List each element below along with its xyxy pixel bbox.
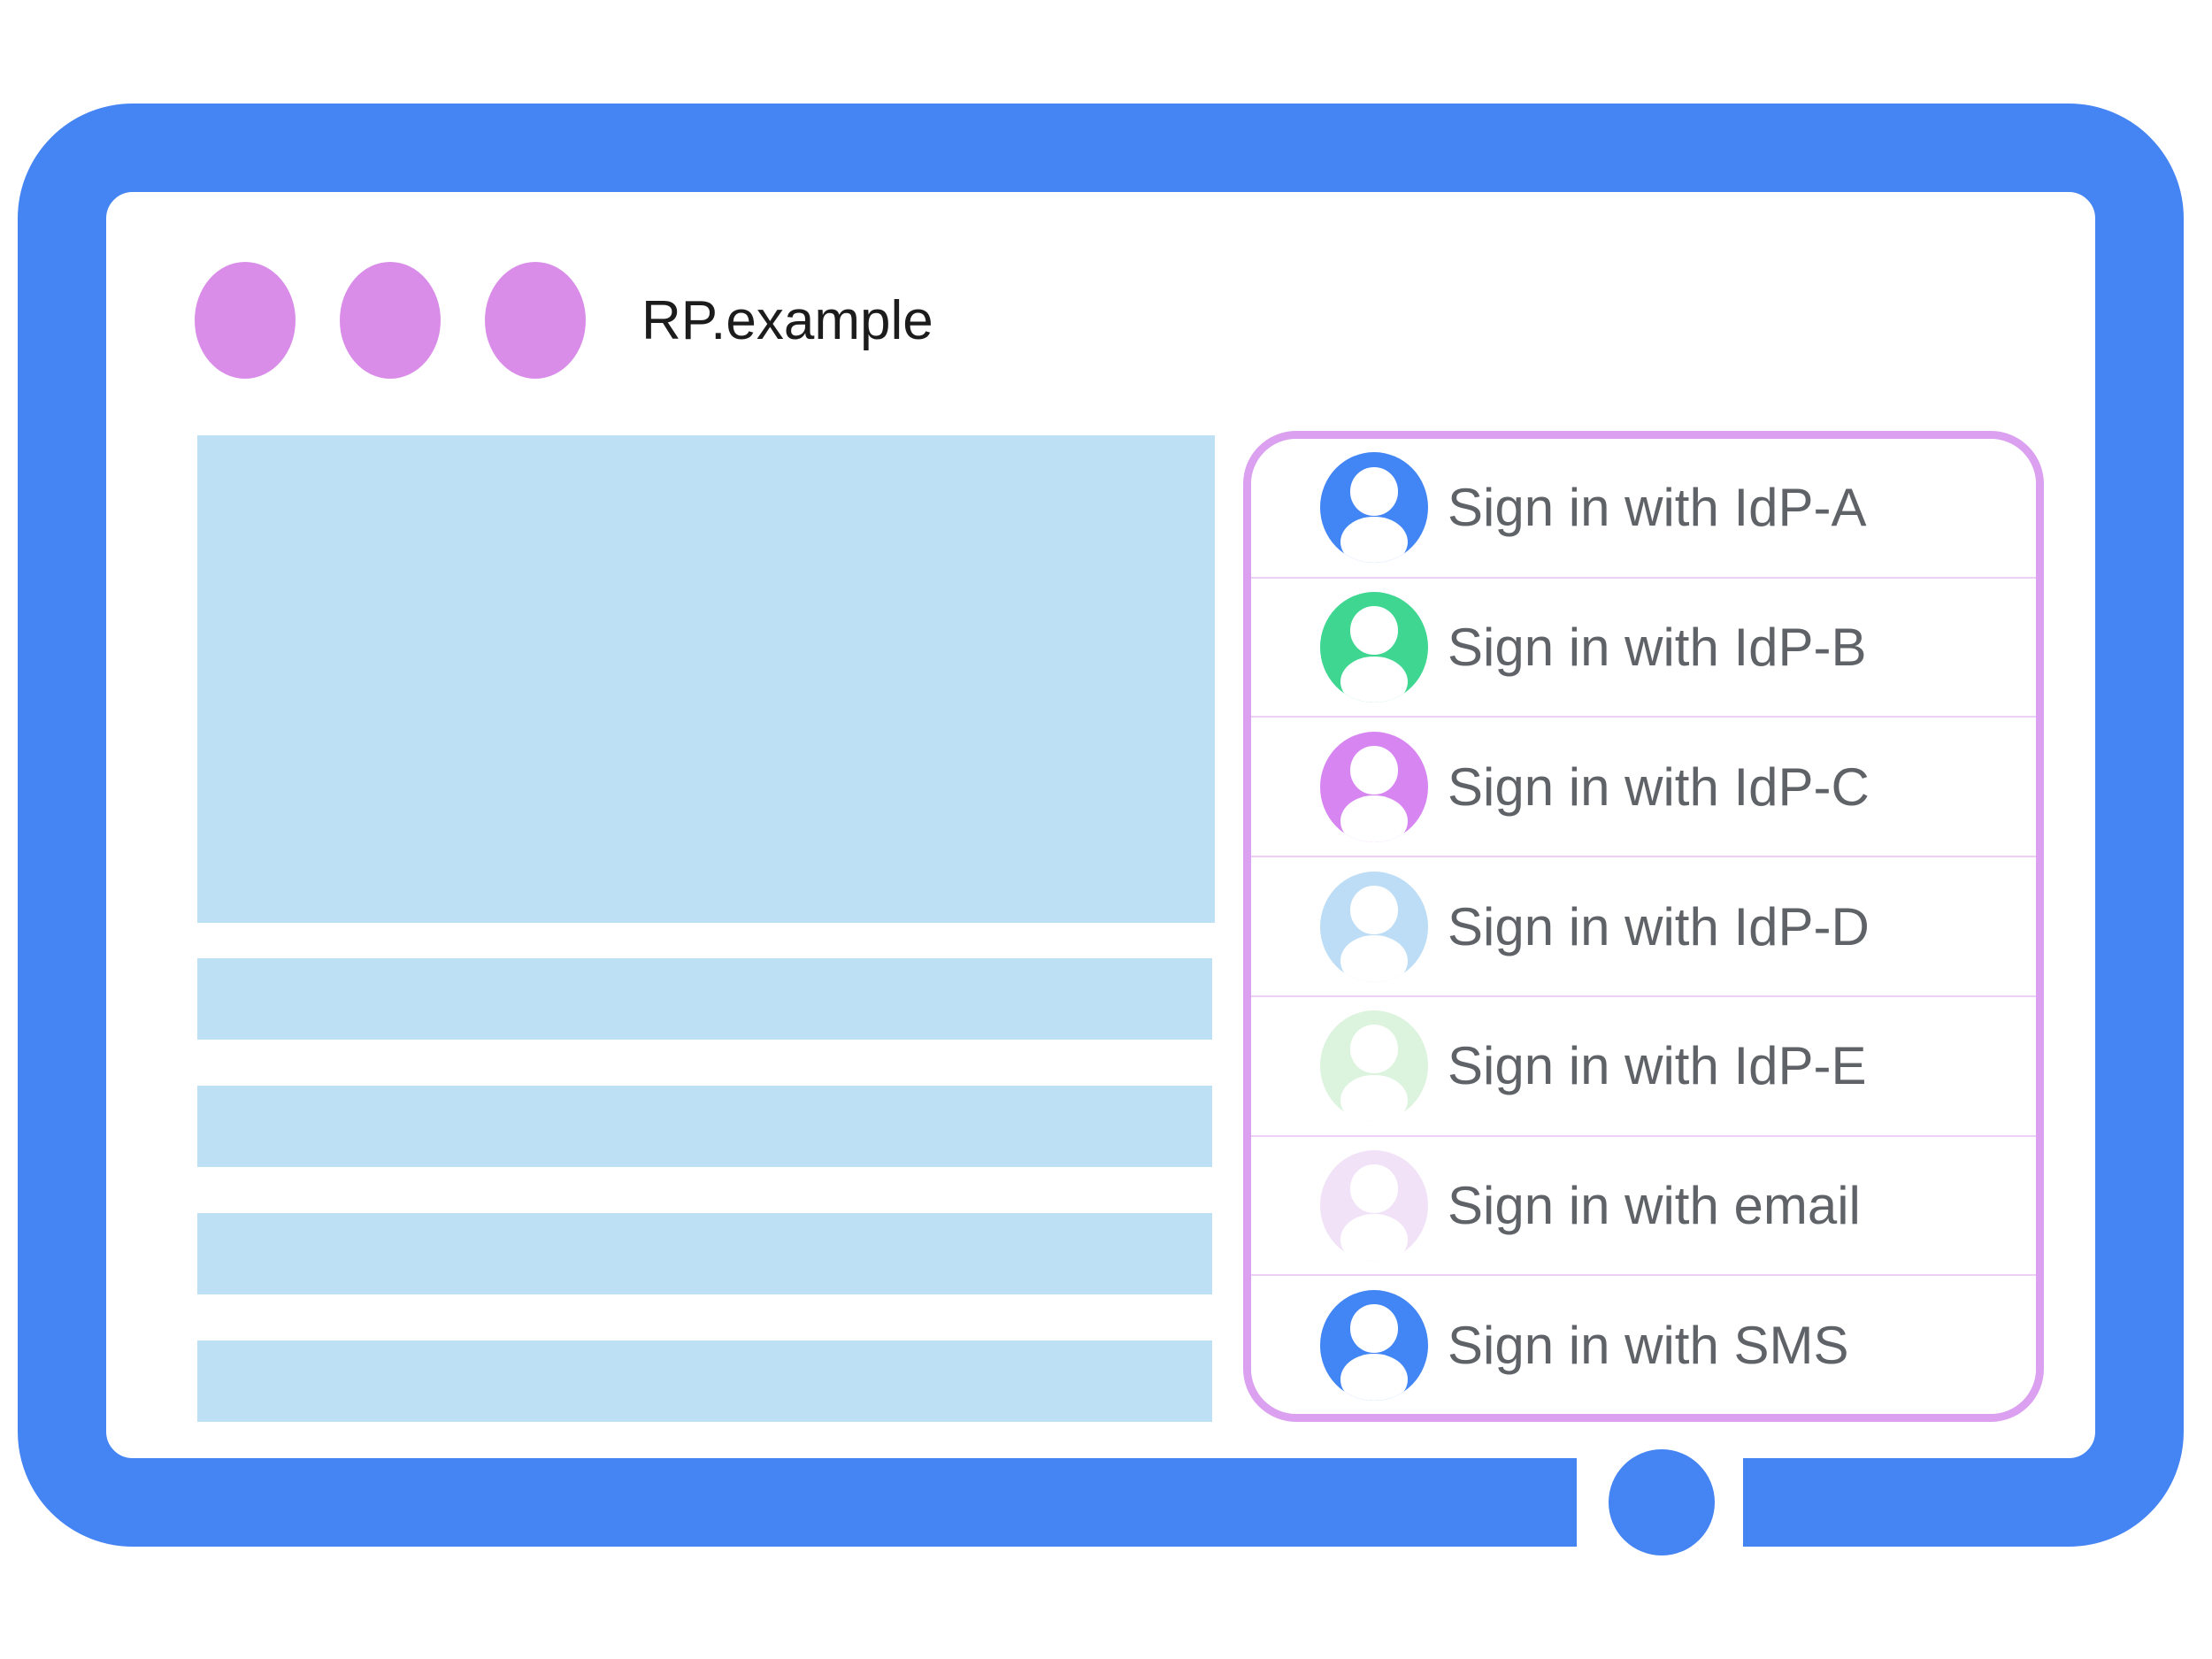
bezel-bar-right-cap [1743,1458,1851,1547]
bezel-dot [1609,1449,1715,1555]
signin-option-email[interactable]: Sign in with email [1251,1134,2036,1275]
signin-option-idp-e[interactable]: Sign in with IdP-E [1251,995,2036,1135]
avatar-shoulders [1340,935,1408,982]
content-placeholder-hero [197,435,1215,923]
window-control-dot [195,262,296,379]
signin-option-idp-d[interactable]: Sign in with IdP-D [1251,856,2036,995]
person-avatar-icon [1320,731,1428,842]
content-placeholder-bar [197,958,1212,1040]
person-avatar-icon [1320,592,1428,703]
avatar-head [1349,606,1399,656]
signin-option-label: Sign in with IdP-D [1448,896,1870,956]
avatar-shoulders [1340,795,1408,842]
avatar-shoulders [1340,1074,1408,1122]
avatar-head [1349,1164,1399,1214]
avatar-shoulders [1340,1214,1408,1261]
avatar-head [1349,885,1399,934]
window-control-dot [485,262,586,379]
signin-option-idp-a[interactable]: Sign in with IdP-A [1251,439,2036,577]
signin-option-label: Sign in with IdP-C [1448,757,1870,817]
content-placeholder-bar [197,1213,1212,1294]
site-title: RP.example [641,290,933,351]
signin-option-label: Sign in with IdP-E [1448,1036,1867,1096]
person-avatar-icon [1320,871,1428,982]
avatar-shoulders [1340,656,1408,703]
avatar-head [1349,1303,1399,1353]
avatar-shoulders [1340,1354,1408,1401]
person-avatar-icon [1320,452,1428,564]
signin-option-idp-b[interactable]: Sign in with IdP-B [1251,576,2036,717]
signin-option-idp-c[interactable]: Sign in with IdP-C [1251,716,2036,856]
signin-panel: Sign in with IdP-A Sign in with IdP-B Si… [1243,431,2044,1422]
signin-option-label: Sign in with IdP-A [1448,478,1867,538]
avatar-shoulders [1340,516,1408,564]
signin-option-label: Sign in with IdP-B [1448,618,1867,678]
signin-option-sms[interactable]: Sign in with SMS [1251,1274,2036,1414]
avatar-head [1349,746,1399,795]
content-placeholder-bar [197,1086,1212,1167]
person-avatar-icon [1320,1010,1428,1122]
person-avatar-icon [1320,1289,1428,1401]
bezel-bar-left-cap [1469,1458,1577,1547]
person-avatar-icon [1320,1149,1428,1261]
avatar-head [1349,1025,1399,1074]
content-placeholder-bar [197,1340,1212,1422]
signin-option-label: Sign in with email [1448,1175,1861,1235]
window-control-dot [340,262,441,379]
avatar-head [1349,466,1399,516]
signin-option-label: Sign in with SMS [1448,1315,1849,1375]
